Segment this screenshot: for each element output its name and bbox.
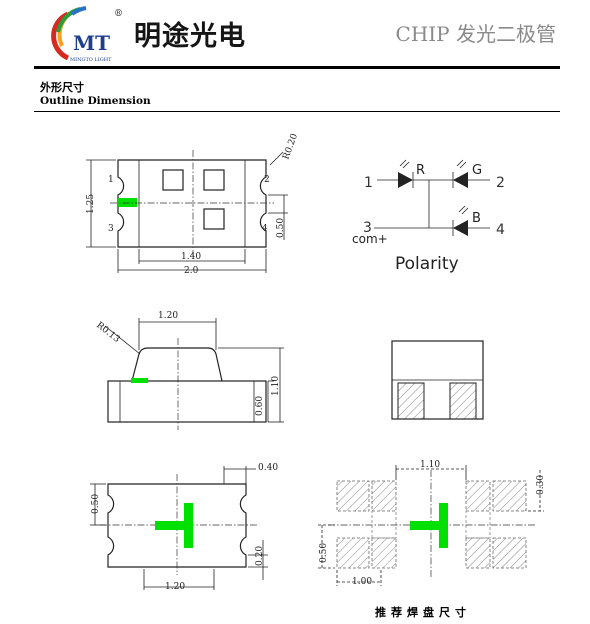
pad-dim-pad-len: 1.00 xyxy=(352,577,372,587)
cathode-mark xyxy=(118,198,137,207)
pad-mark-stem xyxy=(439,503,448,548)
polarity-pin-2: 2 xyxy=(496,175,505,191)
logo-text: MT xyxy=(73,31,110,55)
side-dim-base-height: 0.60 xyxy=(255,396,265,416)
top-dim-height: 1.25 xyxy=(86,194,96,214)
header-divider xyxy=(34,66,560,69)
pad-layout-caption: 推荐焊盘尺寸 xyxy=(375,606,471,619)
bottom-dim-pad-w: 0.20 xyxy=(255,546,265,566)
pad-dim-pitch: 0.50 xyxy=(319,543,329,563)
logo-registered: ® xyxy=(114,9,123,19)
side-view-drawing: 1.20 R0.13 1.10 0.60 xyxy=(94,311,284,430)
top-view-drawing: 1 2 3 4 1.25 0.50 R0.20 1.40 2.0 xyxy=(86,132,300,276)
bottom-view-drawing: 0.40 0.50 0.20 1.20 xyxy=(90,463,278,592)
bottom-mark-stem xyxy=(184,503,193,548)
polarity-pin-4: 4 xyxy=(496,222,505,238)
product-title: CHIP 发光二极管 xyxy=(395,22,556,46)
polarity-diagram: 1 R G 2 3 B 4 com+ Polarity xyxy=(352,159,505,274)
top-pin-3: 3 xyxy=(108,224,114,234)
top-pin-4: 4 xyxy=(262,224,268,234)
section-divider xyxy=(34,111,560,112)
pad-dim-height: 0.30 xyxy=(536,475,546,495)
bottom-dim-pad-len: 0.40 xyxy=(258,463,278,473)
bottom-dim-span: 1.20 xyxy=(165,582,185,592)
section-title-en: Outline Dimension xyxy=(40,95,151,107)
company-logo: MT ® MINGTO LIGHT xyxy=(51,6,123,63)
polarity-label-g: G xyxy=(472,163,482,178)
company-name: 明途光电 xyxy=(134,21,246,52)
pad-layout-drawing xyxy=(336,480,527,569)
pad-layout-annotations: 1.10 0.30 0.50 1.00 xyxy=(318,460,546,587)
section-title-cn: 外形尺寸 xyxy=(40,81,84,94)
bottom-mark-bar xyxy=(155,521,193,530)
top-pin-2: 2 xyxy=(264,175,270,185)
bottom-dim-pitch: 0.50 xyxy=(91,494,101,514)
polarity-label-r: R xyxy=(416,163,425,178)
side-dim-total-height: 1.10 xyxy=(271,376,281,396)
top-dim-width: 2.0 xyxy=(184,266,199,276)
pad-mark-bar xyxy=(410,521,448,530)
pad-dim-gap: 1.10 xyxy=(420,460,440,470)
polarity-label-b: B xyxy=(472,211,481,226)
side-led-die xyxy=(131,378,148,383)
logo-subtitle: MINGTO LIGHT xyxy=(70,57,112,63)
top-pin-1: 1 xyxy=(108,175,114,185)
side-dim-radius: R0.13 xyxy=(94,320,122,345)
side-dim-lens-width: 1.20 xyxy=(158,311,178,321)
top-dim-radius: R0.20 xyxy=(281,132,300,161)
side-section-drawing xyxy=(391,340,484,420)
top-dim-pitch: 0.50 xyxy=(276,218,286,238)
polarity-pin-1: 1 xyxy=(364,175,373,191)
polarity-common: com+ xyxy=(352,232,388,246)
polarity-pin-3: 3 xyxy=(363,220,372,236)
polarity-title: Polarity xyxy=(395,254,459,274)
top-dim-pad-span: 1.40 xyxy=(181,252,201,262)
